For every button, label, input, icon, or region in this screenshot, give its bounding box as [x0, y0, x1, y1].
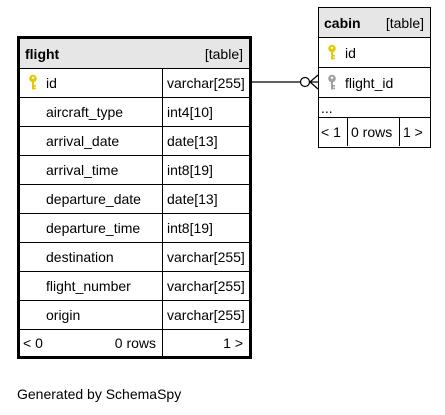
parent-count[interactable]: < 1 — [321, 124, 341, 140]
flight-column-destination[interactable]: destination varchar[255] — [20, 243, 249, 272]
column-name: flight_number — [46, 278, 131, 294]
crowfoot-icon — [309, 74, 319, 83]
cabin-table-kind: [table] — [385, 14, 424, 31]
parent-count[interactable]: < 0 — [23, 335, 43, 351]
column-type: varchar[255] — [162, 272, 249, 300]
flight-column-origin[interactable]: origin varchar[255] — [20, 301, 249, 330]
cabin-table[interactable]: cabin [table] id flight_id ... < 1 0 row… — [318, 7, 431, 148]
primary-key-icon — [29, 74, 37, 90]
optional-circle-icon — [299, 76, 311, 88]
flight-column-arrival-date[interactable]: arrival_date date[13] — [20, 127, 249, 156]
row-count: 0 rows — [114, 335, 156, 351]
generated-by-caption: Generated by SchemaSpy — [17, 386, 182, 402]
column-type: varchar[255] — [162, 243, 249, 271]
child-count[interactable]: 1 > — [399, 118, 430, 146]
column-type: int8[19] — [162, 214, 249, 242]
column-type: varchar[255] — [162, 69, 249, 97]
column-type: varchar[255] — [162, 301, 249, 329]
cabin-table-header[interactable]: cabin [table] — [319, 8, 430, 38]
column-name: arrival_time — [46, 162, 119, 178]
column-type: int8[19] — [162, 156, 249, 184]
flight-column-departure-time[interactable]: departure_time int8[19] — [20, 214, 249, 243]
foreign-key-icon — [328, 74, 336, 90]
column-type: int4[10] — [162, 98, 249, 126]
flight-table-name: flight — [25, 45, 60, 62]
flight-table-kind: [table] — [204, 45, 243, 62]
column-name: id — [46, 75, 57, 91]
more-ellipsis: ... — [321, 99, 333, 116]
flight-column-departure-date[interactable]: departure_date date[13] — [20, 185, 249, 214]
flight-table[interactable]: flight [table] id varchar[255] aircraft_… — [17, 36, 252, 359]
cabin-column-id[interactable]: id — [319, 38, 430, 68]
column-name: origin — [46, 307, 81, 323]
row-count: 0 rows — [347, 118, 399, 146]
primary-key-icon — [328, 44, 336, 60]
cabin-column-name: flight_id — [345, 74, 394, 91]
cabin-table-footer: < 1 0 rows 1 > — [319, 118, 430, 146]
flight-column-flight-number[interactable]: flight_number varchar[255] — [20, 272, 249, 301]
column-name: destination — [46, 249, 114, 265]
cabin-column-name: id — [345, 44, 356, 61]
flight-column-id[interactable]: id varchar[255] — [20, 69, 249, 98]
flight-column-aircraft-type[interactable]: aircraft_type int4[10] — [20, 98, 249, 127]
column-name: departure_time — [46, 220, 141, 236]
column-name: aircraft_type — [46, 104, 124, 120]
column-name: arrival_date — [46, 133, 120, 149]
cabin-table-name: cabin — [324, 14, 361, 31]
cabin-column-flight-id[interactable]: flight_id — [319, 68, 430, 98]
column-type: date[13] — [162, 185, 249, 213]
flight-column-arrival-time[interactable]: arrival_time int8[19] — [20, 156, 249, 185]
cabin-more-columns: ... — [319, 98, 430, 118]
column-type: date[13] — [162, 127, 249, 155]
flight-table-footer: < 0 0 rows 1 > — [20, 330, 249, 356]
column-name: departure_date — [46, 191, 141, 207]
child-count[interactable]: 1 > — [162, 330, 249, 356]
flight-table-header[interactable]: flight [table] — [20, 39, 249, 69]
